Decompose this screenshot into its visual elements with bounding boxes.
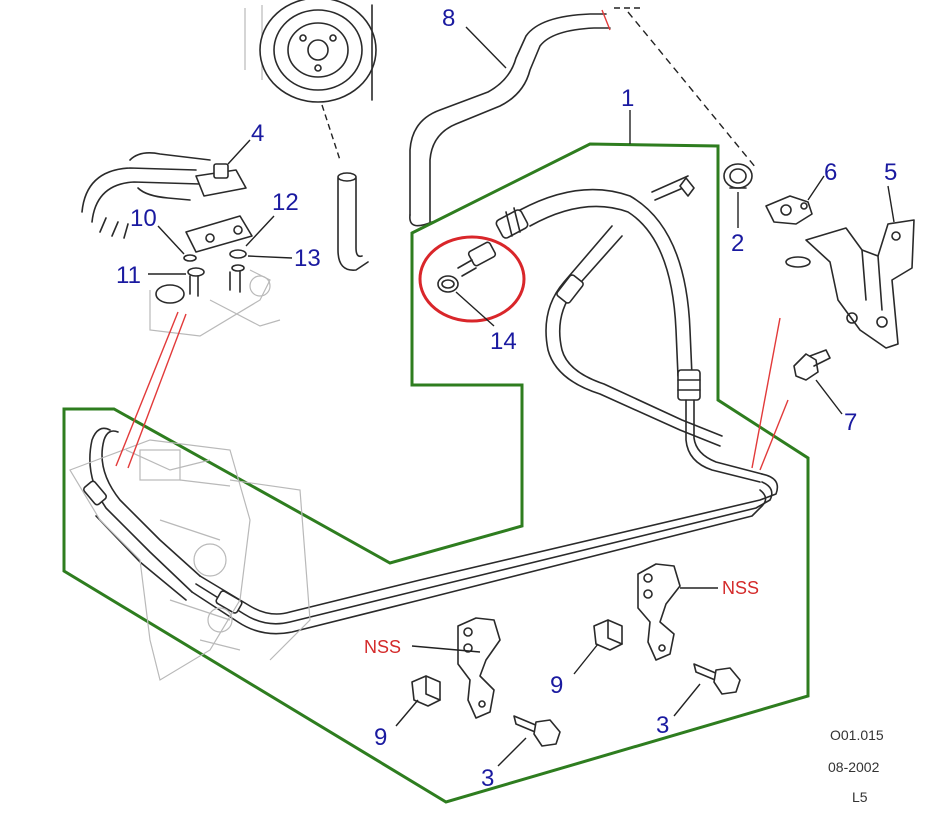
callout-7: 7 xyxy=(844,409,857,436)
bracket-icon xyxy=(805,219,915,349)
callout-9-right: 9 xyxy=(550,672,563,699)
clip-icon xyxy=(411,619,623,707)
callout-5: 5 xyxy=(884,159,897,186)
bolt-icon xyxy=(793,349,831,381)
callout-3-right: 3 xyxy=(656,712,669,739)
short-hose-icon xyxy=(337,172,369,271)
callout-9-left: 9 xyxy=(374,724,387,751)
clamp-icon xyxy=(723,163,753,189)
callout-13: 13 xyxy=(294,245,321,272)
highlight-circle xyxy=(418,235,526,323)
callout-12: 12 xyxy=(272,189,299,216)
callout-3-lower: 3 xyxy=(481,765,494,792)
callout-6: 6 xyxy=(824,159,837,186)
steering-rack-icon xyxy=(69,439,311,681)
callout-2: 2 xyxy=(731,230,744,257)
pulley-icon xyxy=(244,0,377,161)
reference-model: L5 xyxy=(852,789,868,805)
callout-1: 1 xyxy=(621,85,634,112)
nss-label-right: NSS xyxy=(722,578,759,598)
fitting-icon xyxy=(765,195,813,268)
callout-10: 10 xyxy=(130,205,157,232)
pipe-assembly-icon xyxy=(545,225,723,447)
o-ring-icon xyxy=(437,275,459,293)
nss-bracket-icon xyxy=(457,563,681,719)
cooler-pipes-icon xyxy=(82,427,779,635)
reference-code: O01.015 xyxy=(830,727,884,743)
callout-14: 14 xyxy=(490,328,517,355)
return-hose-icon xyxy=(409,7,640,227)
reference-date: 08-2002 xyxy=(828,759,880,775)
callout-11: 11 xyxy=(116,262,141,289)
leader-lines xyxy=(148,110,895,767)
callout-4: 4 xyxy=(251,120,264,147)
callout-8: 8 xyxy=(442,5,455,32)
pressure-hose-icon xyxy=(457,175,763,483)
pipe-flange-icon xyxy=(81,152,281,337)
nss-label-left: NSS xyxy=(364,637,401,657)
hose-group-outline xyxy=(62,142,810,804)
screw-icon xyxy=(513,663,741,747)
